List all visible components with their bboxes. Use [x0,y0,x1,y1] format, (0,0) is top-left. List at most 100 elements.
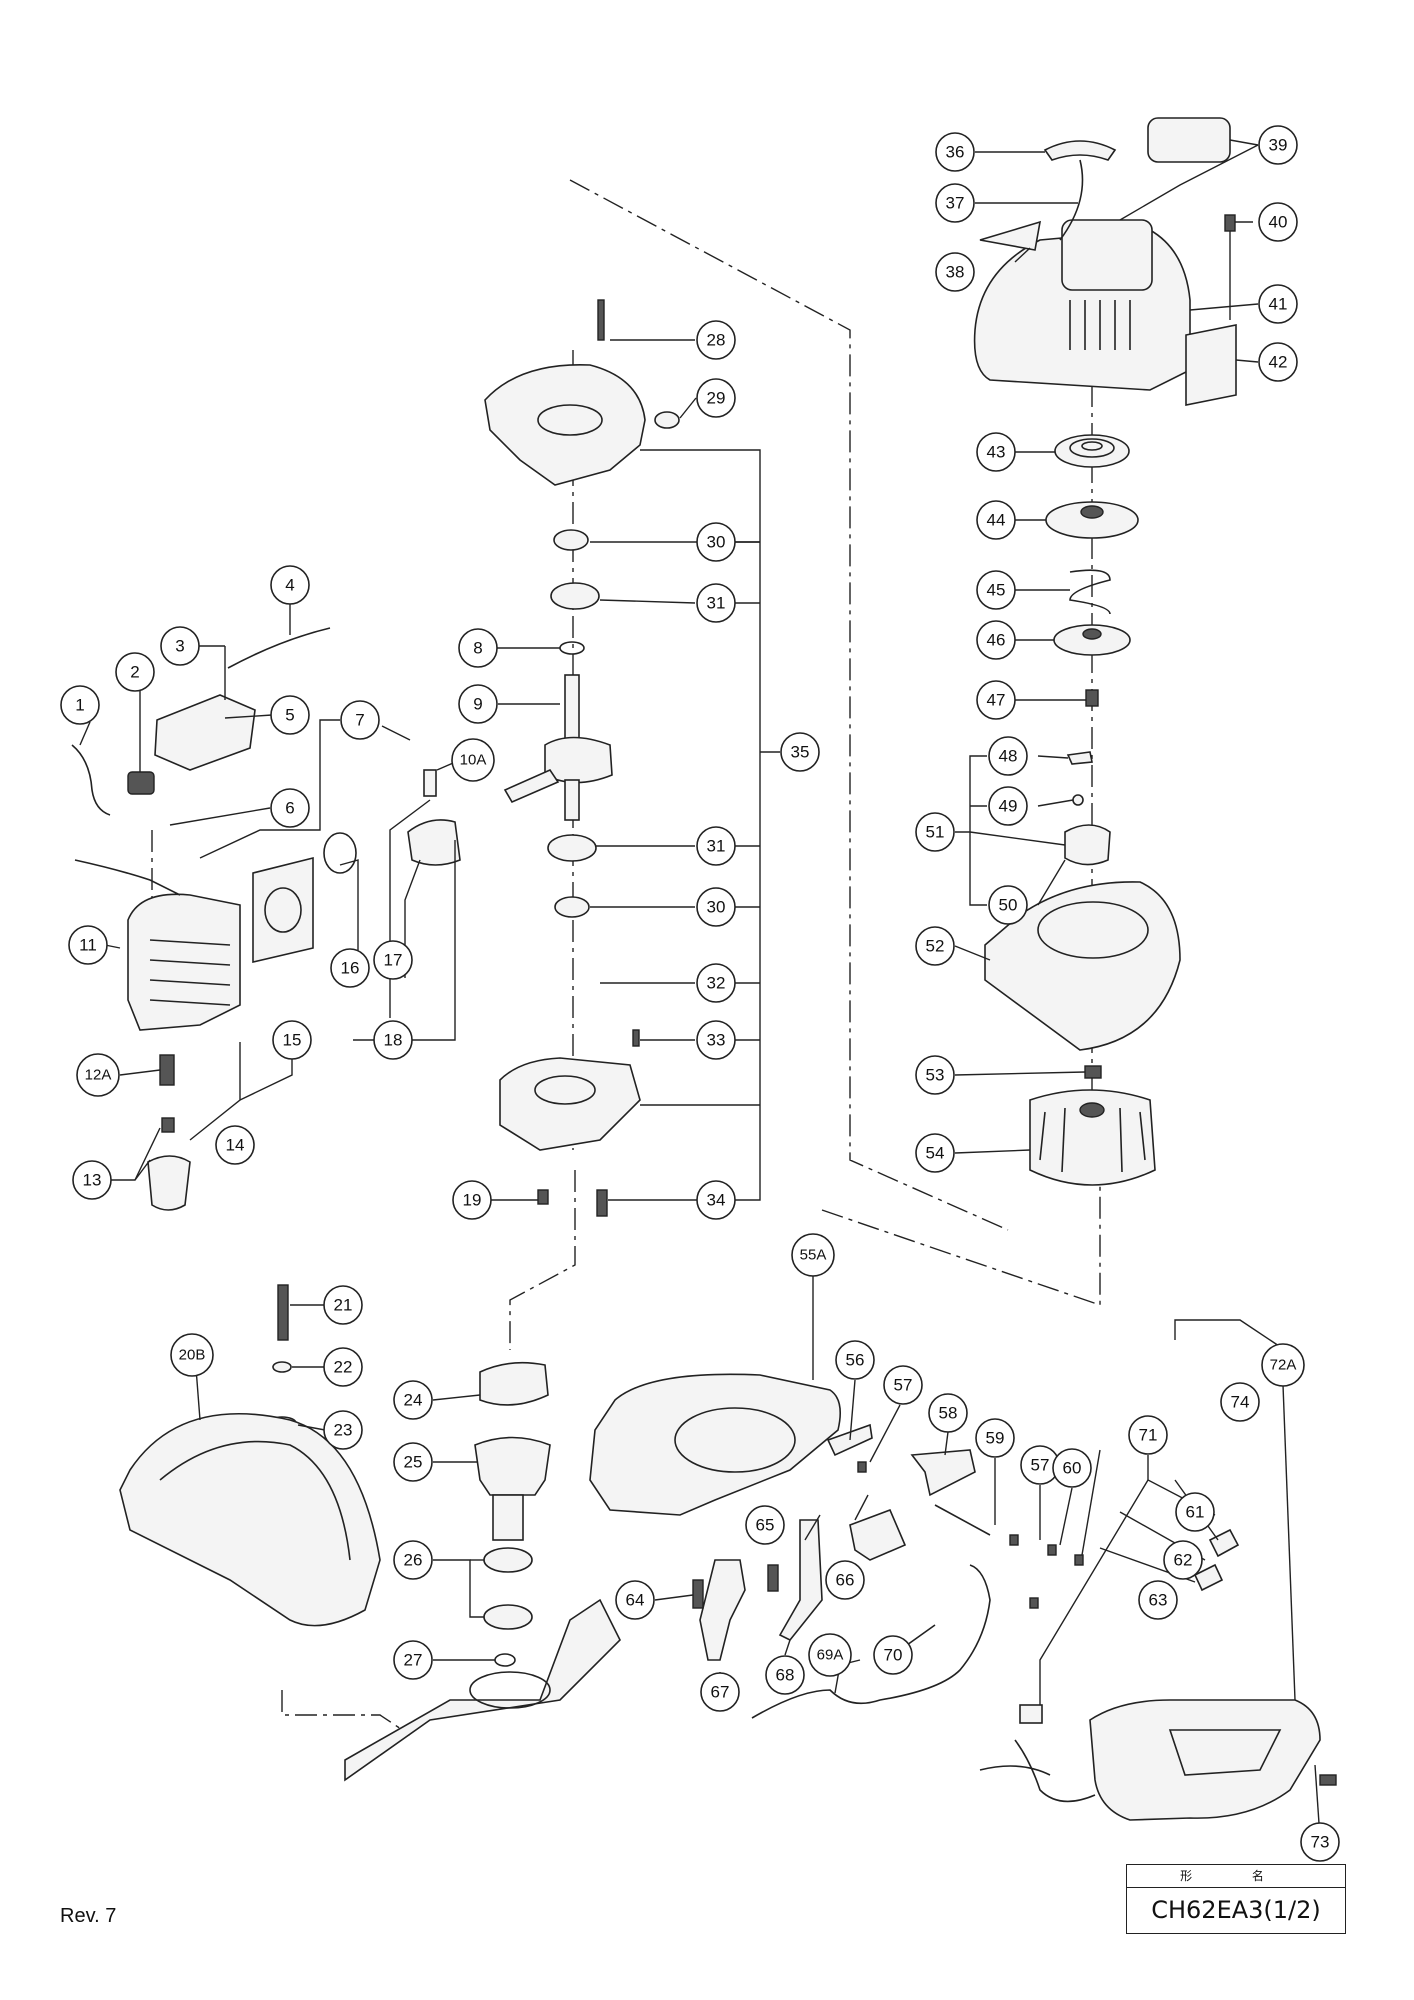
svg-text:58: 58 [939,1404,958,1423]
svg-text:39: 39 [1269,136,1288,155]
callout-45: 45 [976,570,1016,610]
svg-text:56: 56 [846,1351,865,1370]
callout-36: 36 [935,132,975,172]
svg-text:23: 23 [334,1421,353,1440]
callout-1: 1 [60,685,100,725]
callout-34: 34 [696,1180,736,1220]
callouts: 1 2 3 4 5 6 7 8 9 10A 11 12A 13 14 15 16… [60,125,1340,1862]
callout-2: 2 [115,652,155,692]
callout-58: 58 [928,1393,968,1433]
svg-text:19: 19 [463,1191,482,1210]
callout-14: 14 [215,1125,255,1165]
callout-65: 65 [745,1505,785,1545]
svg-text:65: 65 [756,1516,775,1535]
svg-text:47: 47 [987,691,1006,710]
callout-42: 42 [1258,342,1298,382]
callout-72A: 72A [1261,1343,1305,1387]
callout-60: 60 [1052,1448,1092,1488]
callout-37: 37 [935,183,975,223]
svg-text:30: 30 [707,533,726,552]
svg-text:52: 52 [926,937,945,956]
svg-text:68: 68 [776,1666,795,1685]
svg-text:11: 11 [79,936,97,955]
flywheel-shape [1029,1089,1156,1186]
svg-text:62: 62 [1174,1551,1193,1570]
model-number: CH62EA3(1/2) [1151,1896,1321,1924]
svg-text:4: 4 [285,576,294,595]
rear-handle-shape [1089,1699,1321,1821]
callout-17: 17 [373,940,413,980]
svg-text:8: 8 [473,639,482,658]
callout-13: 13 [72,1160,112,1200]
svg-text:63: 63 [1149,1591,1168,1610]
callout-57-a: 57 [883,1365,923,1405]
callout-20B: 20B [170,1333,214,1377]
callout-46: 46 [976,620,1016,660]
revision-label: Rev. 7 [60,1905,117,1927]
svg-text:72A: 72A [1270,1357,1297,1374]
svg-text:14: 14 [226,1136,245,1155]
callout-31-upper: 31 [696,583,736,623]
svg-text:36: 36 [946,143,965,162]
callout-21: 21 [323,1285,363,1325]
callout-18: 18 [373,1020,413,1060]
svg-text:3: 3 [175,637,184,656]
svg-text:18: 18 [384,1031,403,1050]
svg-text:67: 67 [711,1683,730,1702]
svg-text:26: 26 [404,1551,423,1570]
crankcase-upper-shape [484,363,646,486]
svg-text:49: 49 [999,797,1018,816]
callout-44: 44 [976,500,1016,540]
svg-text:2: 2 [130,663,139,682]
svg-text:6: 6 [285,799,294,818]
title-block: 形 名 CH62EA3(1/2) [1126,1864,1346,1934]
svg-text:30: 30 [707,898,726,917]
callout-52: 52 [915,926,955,966]
svg-text:33: 33 [707,1031,726,1050]
svg-text:61: 61 [1186,1503,1205,1522]
svg-text:64: 64 [626,1591,645,1610]
callout-31-lower: 31 [696,826,736,866]
callout-28: 28 [696,320,736,360]
svg-text:55A: 55A [800,1247,827,1264]
svg-text:44: 44 [987,511,1006,530]
svg-text:57: 57 [894,1376,913,1395]
svg-text:32: 32 [707,974,726,993]
part-drawings [71,117,1337,1821]
callout-8: 8 [458,628,498,668]
callout-11: 11 [68,925,108,965]
svg-text:1: 1 [75,696,84,715]
callout-27: 27 [393,1640,433,1680]
title-block-header: 形 名 [1127,1865,1345,1888]
svg-text:54: 54 [926,1144,945,1163]
svg-text:41: 41 [1269,295,1288,314]
callout-29: 29 [696,378,736,418]
callout-33: 33 [696,1020,736,1060]
callout-6: 6 [270,788,310,828]
callout-9: 9 [458,684,498,724]
callout-41: 41 [1258,284,1298,324]
svg-text:69A: 69A [817,1647,844,1664]
callout-64: 64 [615,1580,655,1620]
svg-text:5: 5 [285,706,294,725]
callout-47: 47 [976,680,1016,720]
svg-text:45: 45 [987,581,1006,600]
svg-text:16: 16 [341,959,360,978]
svg-text:20B: 20B [179,1347,206,1364]
svg-text:73: 73 [1311,1833,1330,1852]
callout-26: 26 [393,1540,433,1580]
svg-text:74: 74 [1231,1393,1250,1412]
front-handle-shape [119,1413,381,1627]
svg-text:31: 31 [707,837,726,856]
svg-text:27: 27 [404,1651,423,1670]
svg-text:15: 15 [283,1031,302,1050]
svg-text:66: 66 [836,1571,855,1590]
svg-text:60: 60 [1063,1459,1082,1478]
callout-16: 16 [330,948,370,988]
callout-15: 15 [272,1020,312,1060]
svg-text:51: 51 [926,823,945,842]
callout-24: 24 [393,1380,433,1420]
callout-68: 68 [765,1655,805,1695]
callout-56: 56 [835,1340,875,1380]
callout-50: 50 [988,885,1028,925]
